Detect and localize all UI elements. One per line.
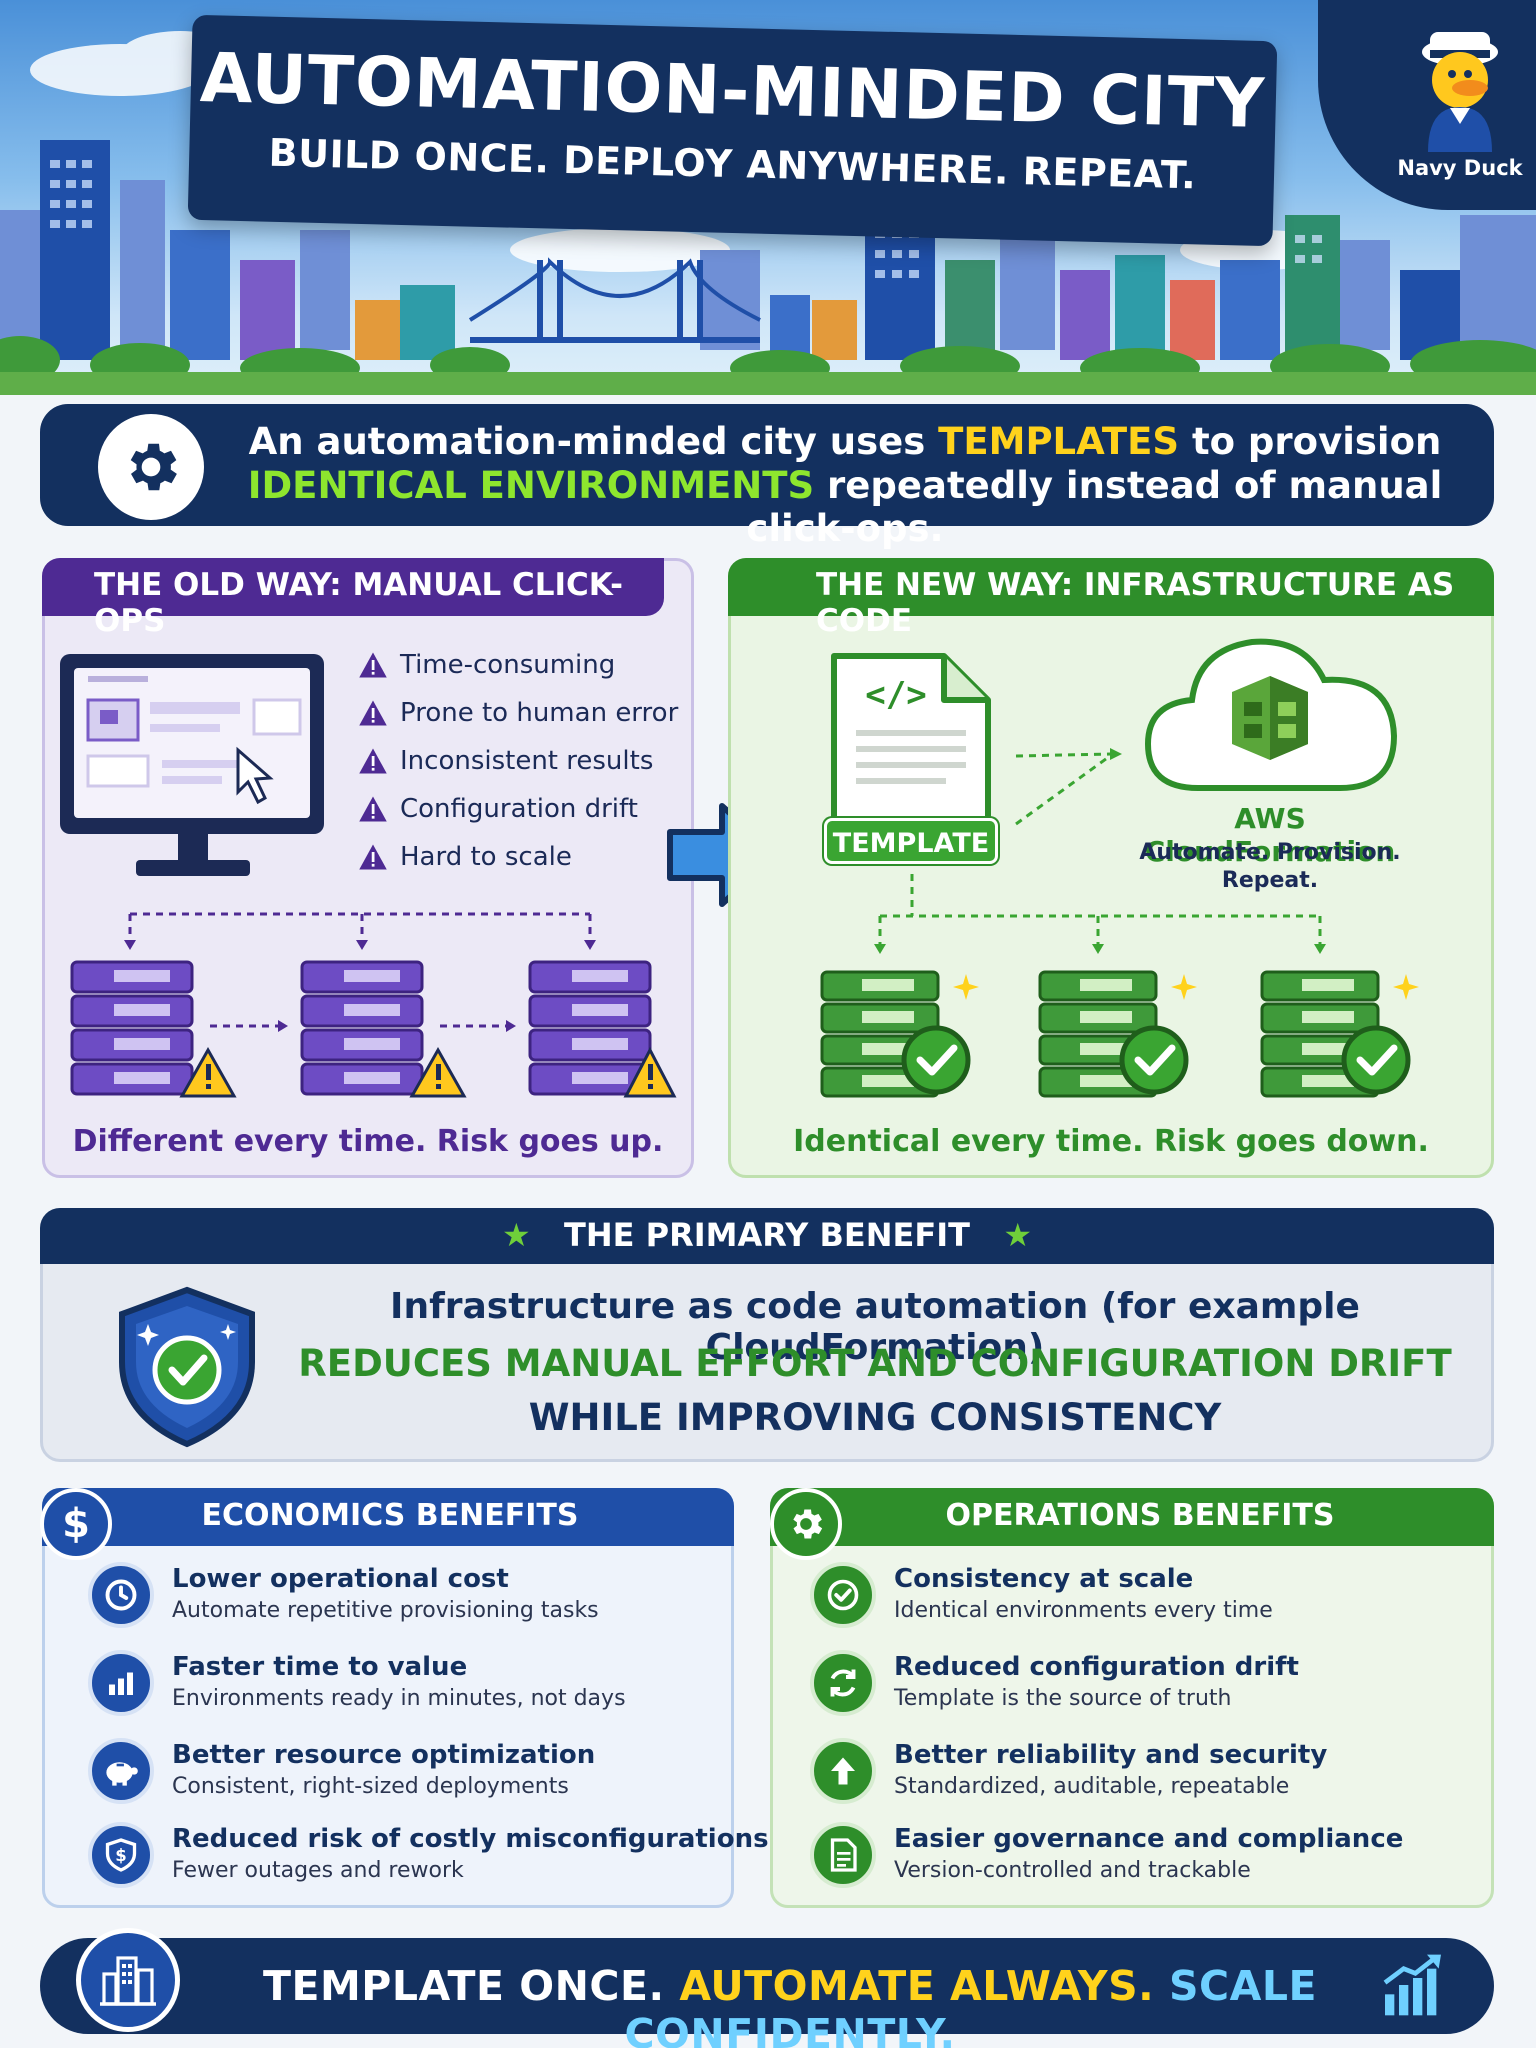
inconsistent-servers-illustration <box>70 912 677 1098</box>
duck-mascot-icon <box>1422 32 1498 152</box>
intro-line-1: An automation-minded city uses TEMPLATES… <box>248 420 1442 463</box>
warning-icon <box>359 844 387 870</box>
cursor-icon <box>236 746 274 805</box>
economics-benefits-card <box>42 1488 734 1908</box>
check-icon <box>810 1562 876 1628</box>
new-way-title: THE NEW WAY: INFRASTRUCTURE AS CODE <box>728 558 1494 639</box>
primary-benefit-line-2: REDUCES MANUAL EFFORT AND CONFIGURATION … <box>298 1342 1452 1385</box>
operations-benefits-card <box>770 1488 1494 1908</box>
risk-item: Inconsistent results <box>358 746 653 776</box>
intro-line-2: IDENTICAL ENVIRONMENTS repeatedly instea… <box>247 464 1443 550</box>
warning-icon <box>359 748 387 774</box>
piggy-bank-icon <box>88 1738 154 1804</box>
primary-benefit-line-3: WHILE IMPROVING CONSISTENCY <box>528 1396 1222 1439</box>
clock-icon <box>88 1562 154 1628</box>
risk-item: Hard to scale <box>358 842 572 872</box>
operations-benefits-title: OPERATIONS BENEFITS <box>945 1498 1335 1533</box>
warning-icon <box>359 796 387 822</box>
footer-tagline: TEMPLATE ONCE. AUTOMATE ALWAYS. SCALE CO… <box>263 1962 1317 2048</box>
shield-check-icon <box>119 1286 255 1448</box>
warning-icon <box>179 1046 237 1098</box>
star-icon: ★ <box>501 1216 531 1254</box>
warning-icon <box>359 652 387 678</box>
svg-text:</>: </> <box>865 675 926 715</box>
growth-chart-icon <box>1383 1954 1441 2016</box>
highlight-templates: TEMPLATES <box>938 420 1180 463</box>
old-way-title: THE OLD WAY: MANUAL CLICK-OPS <box>42 558 664 639</box>
svg-text:$: $ <box>115 1846 126 1865</box>
warning-icon <box>359 700 387 726</box>
service-tagline: Repeat. <box>1221 868 1319 893</box>
arrow-up-icon <box>810 1738 876 1804</box>
footer-banner <box>40 1938 1494 2034</box>
operations-benefits-header <box>770 1488 1494 1546</box>
identical-servers-illustration <box>820 874 1440 1104</box>
new-way-caption: Identical every time. Risk goes down. <box>793 1124 1429 1159</box>
risk-item: Configuration drift <box>358 794 638 824</box>
economics-benefits-header <box>42 1488 734 1546</box>
list-item: $ Reduced risk of costly misconfiguratio… <box>88 1822 769 1888</box>
risk-item: Time-consuming <box>358 650 615 680</box>
dashed-connector <box>1015 748 1122 826</box>
city-skyline-illustration <box>0 31 1536 395</box>
gear-icon <box>98 414 204 520</box>
primary-benefit-line-1: Infrastructure as code automation (for e… <box>390 1286 1360 1368</box>
template-document-icon: </> <box>831 653 991 827</box>
template-label: TEMPLATE <box>824 818 998 864</box>
service-tagline: Automate. Provision. <box>1139 840 1401 865</box>
service-name: AWS CloudFormation <box>1144 802 1396 868</box>
shield-dollar-icon: $ <box>88 1822 154 1888</box>
star-icon: ★ <box>1003 1216 1033 1254</box>
highlight-identical-environments: IDENTICAL ENVIRONMENTS <box>247 464 815 507</box>
dollar-icon: $ <box>40 1488 112 1560</box>
gear-icon <box>770 1488 842 1560</box>
intro-bar <box>40 404 1494 526</box>
sync-icon <box>810 1650 876 1716</box>
primary-benefit-title: ★ THE PRIMARY BENEFIT ★ <box>501 1216 1033 1254</box>
cloudformation-logo-icon <box>1232 676 1308 760</box>
monitor-icon <box>60 654 324 876</box>
old-way-caption: Different every time. Risk goes up. <box>72 1124 664 1159</box>
document-icon <box>810 1822 876 1888</box>
primary-benefit-header <box>40 1208 1494 1264</box>
risk-item: Prone to human error <box>358 698 678 728</box>
economics-benefits-title: ECONOMICS BENEFITS <box>201 1498 579 1533</box>
bar-chart-icon <box>88 1650 154 1716</box>
cloud-icon <box>1144 638 1398 791</box>
badge-label: Navy Duck <box>1397 156 1523 180</box>
city-buildings-icon <box>76 1928 180 2032</box>
